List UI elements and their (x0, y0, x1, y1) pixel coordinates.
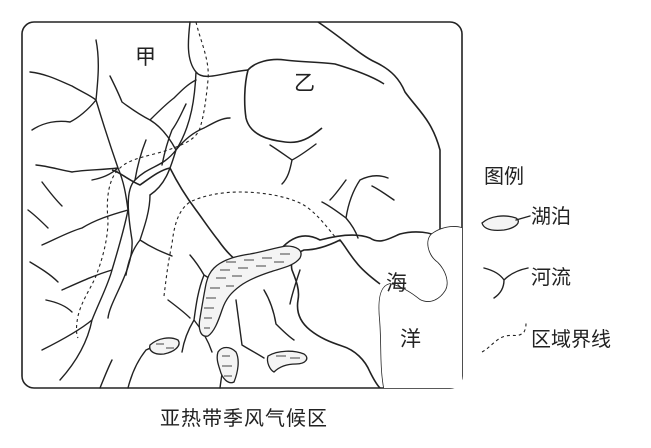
legend-label-boundary: 区域界线 (531, 327, 611, 351)
lake-central (198, 245, 302, 337)
legend-item-river: 河流 (483, 265, 571, 299)
sea-area (379, 226, 462, 388)
map-caption: 亚热带季风气候区 (160, 406, 328, 430)
boundary-monsoon (163, 191, 337, 297)
west-tributaries (27, 39, 129, 381)
legend-label-lake: 湖泊 (531, 204, 571, 228)
lake-small-west (149, 337, 180, 355)
yi-tributaries (269, 143, 395, 239)
region-label-yi: 乙 (294, 71, 315, 95)
sea-label-bottom: 洋 (400, 327, 421, 351)
coastline-north (111, 21, 441, 270)
central-tributaries (109, 75, 231, 276)
river-icon (483, 267, 529, 299)
legend-title: 图例 (484, 164, 524, 188)
legend-label-river: 河流 (531, 265, 571, 289)
legend: 图例 湖泊 河流 区域界线 (481, 164, 611, 353)
region-label-jia: 甲 (135, 45, 156, 69)
legend-item-lake: 湖泊 (481, 204, 571, 231)
map-area: 甲 乙 海 洋 (27, 21, 463, 389)
lake-central-hatching (204, 253, 290, 329)
yi-highland-edge (243, 58, 385, 144)
lake-icon (481, 215, 531, 231)
boundary-jia (75, 21, 209, 339)
map-frame (21, 21, 463, 389)
legend-item-boundary: 区域界线 (481, 321, 611, 353)
boundary-icon (481, 321, 527, 353)
inland-coast (290, 239, 381, 389)
sea-label-top: 海 (386, 271, 407, 295)
